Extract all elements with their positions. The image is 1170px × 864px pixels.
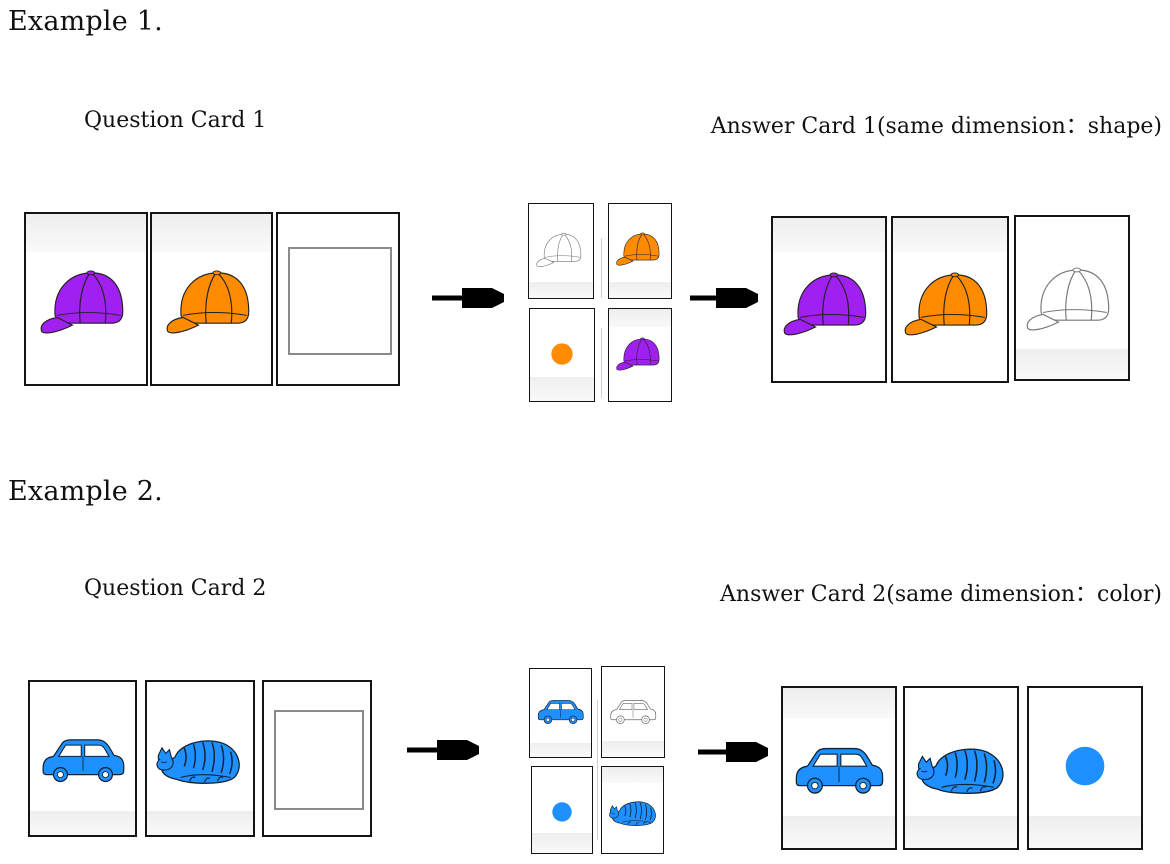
question-card-2-blank bbox=[262, 680, 372, 837]
choice-card-2-blue-dot bbox=[531, 766, 593, 854]
orange-dot-icon bbox=[551, 343, 573, 365]
blue-cat-icon bbox=[156, 740, 240, 785]
answer-card-1-orange-cap bbox=[891, 216, 1009, 383]
purple-cap-icon bbox=[616, 337, 660, 371]
outline-cap-icon bbox=[1026, 267, 1110, 331]
outline-car-icon bbox=[610, 700, 657, 724]
blue-car-icon bbox=[795, 747, 884, 794]
divider bbox=[601, 238, 602, 298]
orange-cap-icon bbox=[166, 270, 250, 334]
arrow-icon bbox=[432, 288, 504, 308]
question-card-2-blue-cat bbox=[145, 680, 255, 837]
orange-cap-icon bbox=[904, 272, 988, 336]
choice-card-1-orange-dot bbox=[529, 308, 595, 402]
blue-dot-icon bbox=[552, 802, 572, 822]
blue-car-icon bbox=[42, 739, 125, 783]
choice-card-1-orange-cap bbox=[608, 203, 672, 299]
answer-card-2-label: Answer Card 2(same dimension：color) bbox=[720, 582, 1162, 607]
choice-card-1-outline-cap bbox=[528, 203, 594, 299]
choice-card-2-blue-car bbox=[529, 668, 592, 758]
answer-card-2-blue-cat bbox=[903, 686, 1019, 850]
purple-cap-icon bbox=[783, 272, 867, 336]
question-card-1-label: Question Card 1 bbox=[84, 108, 267, 133]
outline-cap-icon bbox=[536, 232, 582, 268]
arrow-icon bbox=[698, 742, 768, 762]
blue-car-icon bbox=[537, 700, 584, 724]
blue-cat-icon bbox=[609, 801, 656, 826]
empty-slot bbox=[274, 710, 364, 810]
question-card-1-orange-cap bbox=[150, 212, 273, 386]
example-2-heading: Example 2. bbox=[8, 476, 163, 507]
question-card-1-blank bbox=[276, 212, 400, 386]
choice-card-1-purple-cap bbox=[608, 308, 672, 402]
divider bbox=[597, 700, 598, 840]
blue-dot-icon bbox=[1065, 746, 1105, 786]
empty-slot bbox=[288, 247, 392, 355]
answer-card-2-blue-dot bbox=[1027, 686, 1143, 850]
divider bbox=[601, 328, 602, 398]
blue-cat-icon bbox=[916, 748, 1004, 795]
question-card-2-blue-car bbox=[28, 680, 137, 837]
answer-card-1-purple-cap bbox=[771, 216, 887, 383]
answer-card-2-blue-car bbox=[781, 686, 897, 850]
arrow-icon bbox=[690, 288, 758, 308]
choice-card-2-outline-car bbox=[601, 666, 665, 758]
orange-cap-icon bbox=[616, 232, 660, 266]
purple-cap-icon bbox=[40, 270, 124, 334]
question-card-2-label: Question Card 2 bbox=[84, 576, 267, 601]
choice-card-2-blue-cat bbox=[601, 766, 664, 854]
arrow-icon bbox=[407, 740, 479, 760]
answer-card-1-label: Answer Card 1(same dimension：shape) bbox=[710, 114, 1162, 139]
question-card-1-purple-cap bbox=[24, 212, 148, 386]
example-1-heading: Example 1. bbox=[8, 6, 163, 37]
answer-card-1-outline-cap bbox=[1014, 215, 1130, 381]
